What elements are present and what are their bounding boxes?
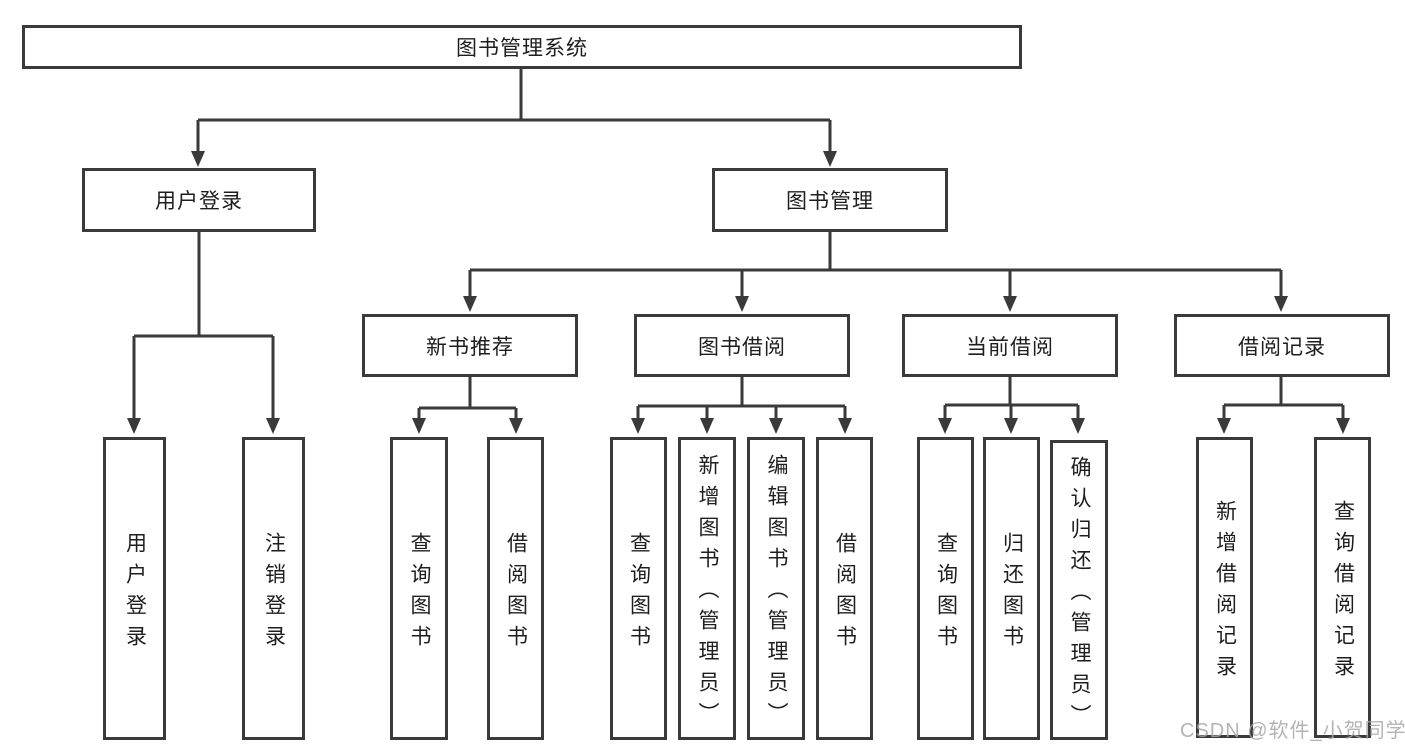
node-borrow-records: 借阅记录 <box>1174 314 1390 377</box>
leaf-user-login: 用户登录 <box>103 437 166 740</box>
connector-segments <box>132 68 1345 420</box>
leaf-bb-edit-books-admin: 编辑图书（管理员） <box>747 437 805 740</box>
leaf-br-query-record: 查询借阅记录 <box>1314 437 1371 738</box>
leaf-nbr-query-books: 查询图书 <box>390 437 448 740</box>
node-book-borrow: 图书借阅 <box>634 314 850 377</box>
leaf-label: 确认归还（管理员） <box>1068 455 1092 735</box>
csdn-watermark: CSDN @软件_小贺同学 <box>1180 720 1405 742</box>
leaf-bb-query-books: 查询图书 <box>610 437 667 740</box>
node-new-book-recommend: 新书推荐 <box>362 314 578 377</box>
leaf-bb-borrow-books: 借阅图书 <box>816 437 873 740</box>
leaf-bb-add-books-admin: 新增图书（管理员） <box>678 437 736 740</box>
node-user-login: 用户登录 <box>82 168 316 232</box>
leaf-label: 查询图书 <box>934 531 958 656</box>
leaf-label: 借阅图书 <box>833 531 857 656</box>
leaf-nbr-borrow-books: 借阅图书 <box>487 437 544 740</box>
leaf-label: 查询图书 <box>627 531 651 656</box>
node-book-management: 图书管理 <box>712 168 948 232</box>
leaf-logout: 注销登录 <box>242 437 305 740</box>
leaf-cb-query-books: 查询图书 <box>917 437 974 740</box>
node-root: 图书管理系统 <box>22 25 1022 69</box>
leaf-label: 借阅图书 <box>504 531 528 656</box>
leaf-label: 查询借阅记录 <box>1331 499 1355 686</box>
leaf-cb-confirm-return-admin: 确认归还（管理员） <box>1050 440 1108 740</box>
node-current-borrow: 当前借阅 <box>902 314 1118 377</box>
leaf-label: 归还图书 <box>1000 531 1024 656</box>
leaf-label: 查询图书 <box>408 531 432 656</box>
leaf-label: 用户登录 <box>123 531 147 656</box>
leaf-label: 新增借阅记录 <box>1213 499 1237 686</box>
leaf-cb-return-books: 归还图书 <box>983 437 1040 740</box>
leaf-label: 新增图书（管理员） <box>696 454 720 733</box>
leaf-label: 注销登录 <box>262 531 286 656</box>
leaf-label: 编辑图书（管理员） <box>765 454 789 733</box>
leaf-br-add-record: 新增借阅记录 <box>1196 437 1253 738</box>
